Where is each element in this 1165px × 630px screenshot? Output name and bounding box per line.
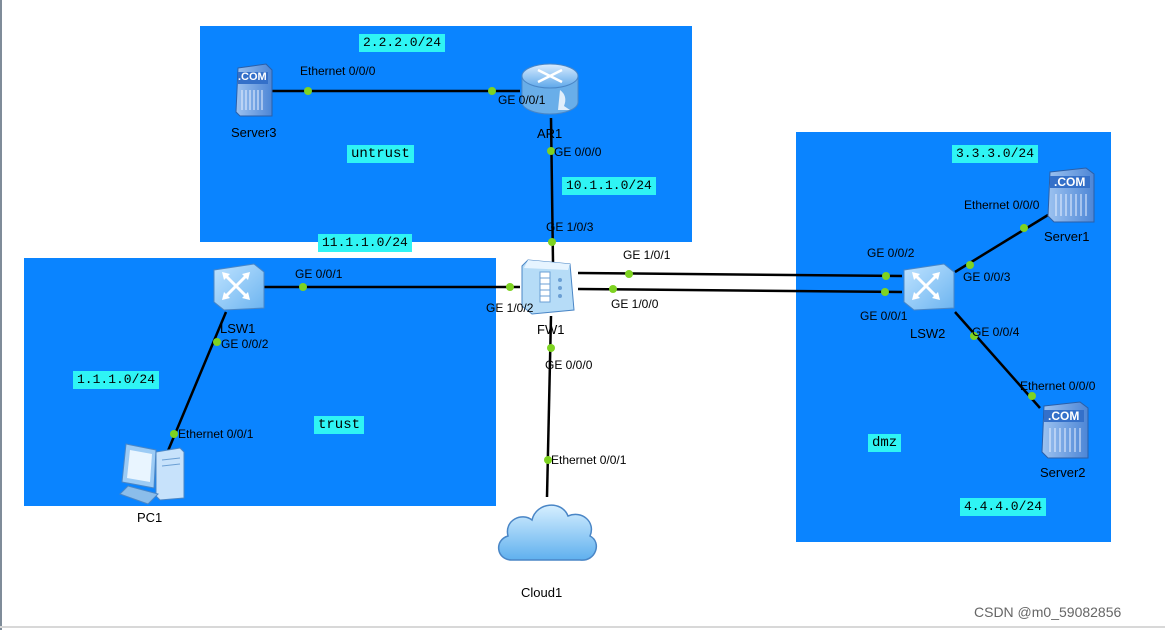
server1-badge: .COM — [1054, 175, 1086, 189]
device-label-fw1: FW1 — [537, 322, 565, 337]
network-label-ar-fw: 10.1.1.0/24 — [562, 177, 656, 195]
port-dot — [966, 261, 974, 269]
zone-label-untrust: untrust — [347, 145, 414, 163]
link-fw1-lsw2-b — [577, 287, 903, 294]
port-label: GE 0/0/2 — [221, 337, 269, 351]
port-dot — [881, 288, 889, 296]
port-label: GE 0/0/1 — [295, 267, 343, 281]
port-dot — [544, 456, 552, 464]
port-label: GE 1/0/3 — [546, 220, 594, 234]
switch-icon[interactable] — [212, 262, 266, 312]
network-label-fw-lsw1: 11.1.1.0/24 — [318, 234, 412, 252]
server1-icon[interactable]: .COM — [1046, 166, 1096, 224]
zone-label-trust: trust — [314, 416, 365, 434]
network-label-trust: 1.1.1.0/24 — [73, 371, 160, 389]
port-label: Ethernet 0/0/0 — [964, 198, 1040, 212]
port-dot — [882, 272, 890, 280]
zone-label-dmz: dmz — [868, 434, 902, 452]
firewall-icon[interactable] — [520, 258, 576, 316]
port-dot — [304, 87, 312, 95]
port-label: Ethernet 0/0/0 — [1020, 379, 1096, 393]
server2-badge: .COM — [1048, 409, 1080, 423]
port-dot — [547, 344, 555, 352]
port-label: GE 0/0/1 — [860, 309, 908, 323]
port-dot — [1028, 392, 1036, 400]
port-dot — [488, 87, 496, 95]
router-icon[interactable] — [520, 62, 580, 116]
server3-icon[interactable]: .COM — [234, 62, 274, 118]
link-ar1-fw1 — [549, 117, 555, 263]
port-label: Ethernet 0/0/1 — [551, 453, 627, 467]
device-label-server3: Server3 — [231, 125, 277, 140]
port-label: GE 0/0/3 — [963, 270, 1011, 284]
zone-untrust — [200, 26, 692, 242]
port-dot — [970, 332, 978, 340]
port-label: GE 0/0/4 — [972, 325, 1020, 339]
port-label: GE 0/0/1 — [498, 93, 546, 107]
device-label-lsw1: LSW1 — [220, 321, 256, 336]
port-label: GE 1/0/0 — [611, 297, 659, 311]
server3-badge: .COM — [238, 71, 267, 83]
server2-icon[interactable]: .COM — [1040, 400, 1090, 460]
port-dot — [213, 338, 221, 346]
device-label-cloud1: Cloud1 — [521, 585, 563, 600]
link-fw1-cloud1 — [545, 315, 553, 498]
device-label-lsw2: LSW2 — [910, 326, 946, 341]
watermark: CSDN @m0_59082856 — [974, 604, 1122, 620]
port-label: GE 1/0/2 — [486, 301, 534, 315]
pc-icon[interactable] — [118, 442, 190, 506]
device-label-server1: Server1 — [1044, 229, 1090, 244]
link-lsw2-server2 — [954, 311, 1041, 409]
canvas-border-left — [0, 0, 2, 630]
port-label: GE 0/0/0 — [554, 145, 602, 159]
port-dot — [609, 285, 617, 293]
port-label: GE 0/0/0 — [545, 358, 593, 372]
canvas-border-bottom — [0, 626, 1165, 628]
port-dot — [625, 270, 633, 278]
port-dot — [170, 430, 178, 438]
network-label-untrust: 2.2.2.0/24 — [359, 34, 446, 52]
network-label-dmz-a: 3.3.3.0/24 — [952, 145, 1039, 163]
port-label: GE 0/0/2 — [867, 246, 915, 260]
port-dot — [547, 147, 555, 155]
network-label-dmz-b: 4.4.4.0/24 — [960, 498, 1047, 516]
device-label-server2: Server2 — [1040, 465, 1086, 480]
port-label: GE 1/0/1 — [623, 248, 671, 262]
port-dot — [548, 238, 556, 246]
port-dot — [1020, 224, 1028, 232]
switch-icon[interactable] — [902, 262, 956, 312]
port-dot — [299, 283, 307, 291]
device-label-ar1: AR1 — [537, 126, 563, 141]
port-dot — [506, 283, 514, 291]
cloud-icon[interactable] — [492, 490, 600, 572]
port-label: Ethernet 0/0/0 — [300, 64, 376, 78]
device-label-pc1: PC1 — [137, 510, 163, 525]
port-label: Ethernet 0/0/1 — [178, 427, 254, 441]
